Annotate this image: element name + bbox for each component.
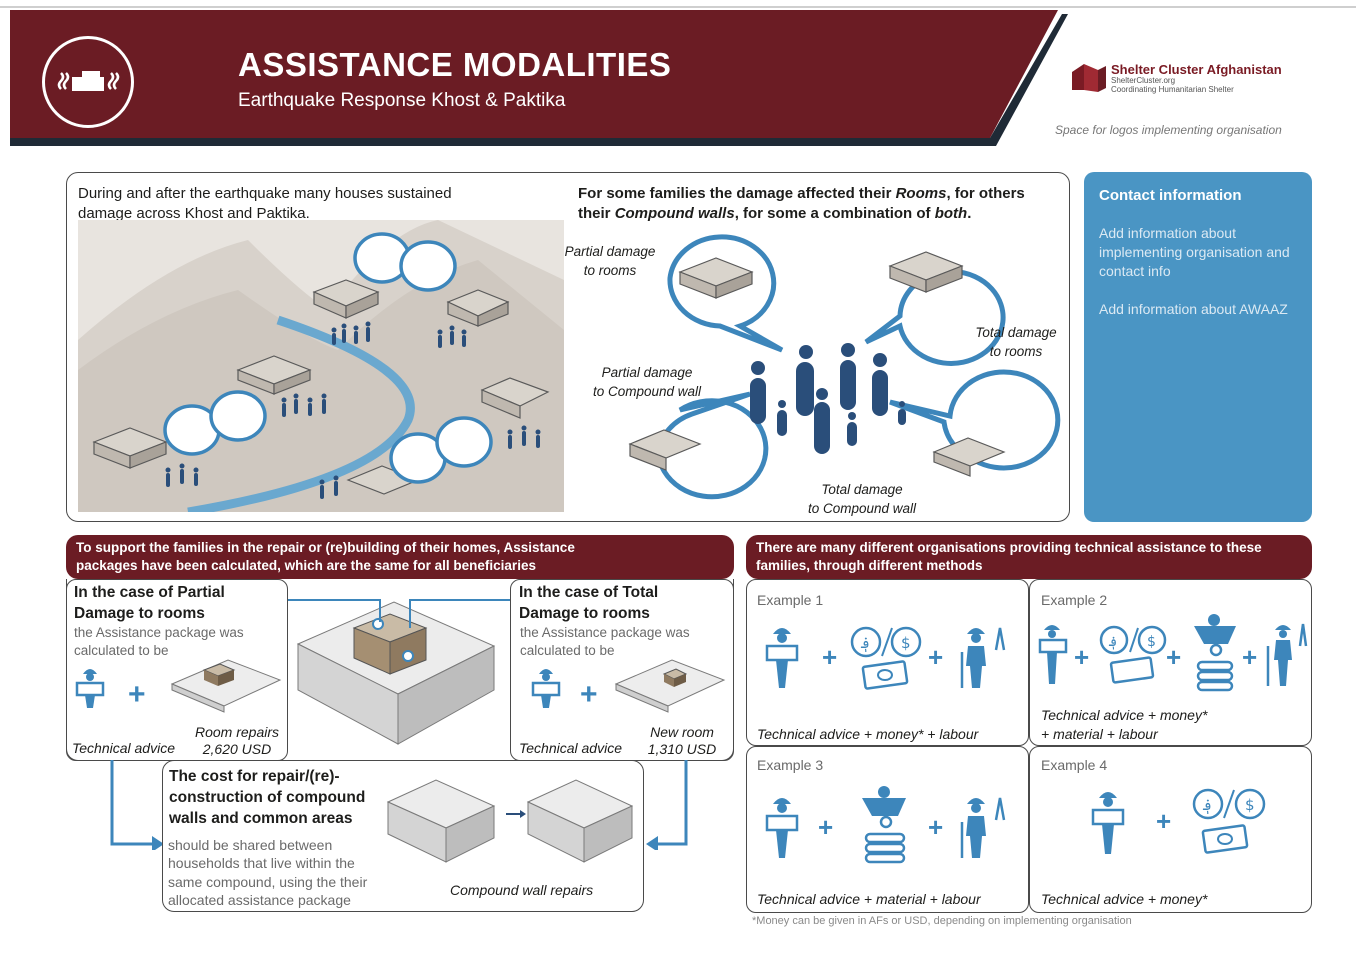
partial-desc-1: the Assistance package was xyxy=(74,625,244,640)
money-icon: ؋$ xyxy=(1099,625,1167,684)
intro-left-text-1: During and after the earthquake many hou… xyxy=(78,185,452,202)
example-4-box xyxy=(1029,746,1312,913)
svg-text:+: + xyxy=(1242,642,1257,672)
svg-text:+: + xyxy=(928,642,943,672)
compound-desc-2: households that live within the xyxy=(168,855,355,871)
svg-text:؋: ؋ xyxy=(860,634,870,652)
page-title: ASSISTANCE MODALITIES xyxy=(238,46,672,83)
example-1-icons: + ؋$ + xyxy=(765,626,1006,690)
contact-title: Contact information xyxy=(1099,187,1242,204)
svg-text:؋: ؋ xyxy=(1202,796,1212,814)
compound-illustration xyxy=(296,601,496,745)
packages-bar: To support the families in the repair or… xyxy=(66,535,734,579)
engineer-icon xyxy=(75,669,105,708)
example-4-caption: Technical advice + money* xyxy=(1041,891,1208,907)
plus-sign: + xyxy=(580,678,598,711)
total-title-2: Damage to rooms xyxy=(519,605,650,622)
svg-text:$: $ xyxy=(901,634,911,652)
worker-icon xyxy=(960,797,1006,858)
compound-title-1: The cost for repair/(re)- xyxy=(169,768,340,785)
svg-text:+: + xyxy=(818,812,833,842)
intro-left-text-2: damage across Khost and Paktika. xyxy=(78,205,310,222)
engineer-icon xyxy=(765,798,799,858)
partial-title-1: In the case of Partial xyxy=(74,584,225,601)
plus-sign: + xyxy=(128,678,146,711)
examples-bar: There are many different organisations p… xyxy=(746,535,1312,579)
compound-title-3: walls and common areas xyxy=(169,810,353,827)
example-4-title: Example 4 xyxy=(1041,757,1108,773)
contact-info-org[interactable]: Add information about implementing organ… xyxy=(1099,225,1290,279)
svg-text:+: + xyxy=(928,812,943,842)
example-4-icons: + ؋$ xyxy=(1091,788,1266,854)
footnote: *Money can be given in AFs or USD, depen… xyxy=(752,915,1132,927)
engineer-icon xyxy=(531,669,561,708)
intro-right-text-1: For some families the damage affected th… xyxy=(578,185,1025,202)
example-1-caption: Technical advice + money* + labour xyxy=(757,726,979,742)
landscape-illustration xyxy=(78,220,564,512)
svg-text:$: $ xyxy=(1245,796,1255,814)
svg-text:+: + xyxy=(822,642,837,672)
connector-lines xyxy=(288,599,510,628)
svg-text:؋: ؋ xyxy=(1108,634,1117,650)
example-2-title: Example 2 xyxy=(1041,592,1108,608)
example-3-title: Example 3 xyxy=(757,757,824,773)
example-2-box xyxy=(1029,579,1312,746)
compound-wall-repair-illustration xyxy=(386,779,634,863)
room-repair-house-icon xyxy=(170,659,282,713)
house-logo-icon xyxy=(42,36,134,128)
svg-text:+: + xyxy=(1156,806,1171,836)
money-icon: ؋$ xyxy=(1192,788,1266,854)
contact-info-awaaz[interactable]: Add information about AWAAZ xyxy=(1099,301,1288,317)
money-icon: ؋$ xyxy=(850,626,922,690)
svg-text:+: + xyxy=(1166,642,1181,672)
logos-placeholder: Space for logos implementing organisatio… xyxy=(1055,123,1282,137)
engineer-icon xyxy=(1038,625,1068,684)
total-tech-label: Technical advice xyxy=(519,740,622,756)
worker-icon xyxy=(1266,623,1308,686)
partial-title-2: Damage to rooms xyxy=(74,605,205,622)
compound-caption: Compound wall repairs xyxy=(450,882,594,898)
intro-right-text-2: their Compound walls, for some a combina… xyxy=(578,205,972,222)
total-title-1: In the case of Total xyxy=(519,584,659,601)
worker-icon xyxy=(960,627,1006,688)
compound-desc-4: allocated assistance package xyxy=(168,892,351,908)
header-banner xyxy=(0,6,1356,146)
example-1-title: Example 1 xyxy=(757,592,824,608)
example-2-icons: + ؋$ + + xyxy=(1038,614,1308,692)
cluster-url: ShelterCluster.org xyxy=(1111,76,1176,85)
cluster-tagline: Coordinating Humanitarian Shelter xyxy=(1111,85,1234,94)
compound-desc-1: should be shared between xyxy=(168,837,333,853)
total-desc-1: the Assistance package was xyxy=(520,625,690,640)
example-2-caption-1: Technical advice + money* xyxy=(1041,707,1208,723)
compound-desc-3: same compound, using the their xyxy=(168,874,368,890)
total-desc-2: calculated to be xyxy=(520,643,615,658)
example-3-caption: Technical advice + material + labour xyxy=(757,891,981,907)
partial-tech-label: Technical advice xyxy=(72,740,175,756)
compound-title-2: construction of compound xyxy=(169,789,366,806)
example-2-caption-2: + material + labour xyxy=(1041,726,1158,742)
new-room-house-icon xyxy=(614,659,726,713)
partial-desc-2: calculated to be xyxy=(74,643,169,658)
example-3-icons: + + xyxy=(765,786,1006,864)
contact-box xyxy=(1084,172,1312,522)
svg-text:+: + xyxy=(1074,642,1089,672)
svg-text:$: $ xyxy=(1147,634,1156,650)
page-subtitle: Earthquake Response Khost & Paktika xyxy=(238,90,566,111)
cluster-name: Shelter Cluster Afghanistan xyxy=(1111,62,1282,77)
engineer-icon xyxy=(1091,792,1125,854)
shelter-cluster-logo-icon xyxy=(1072,64,1106,92)
engineer-icon xyxy=(765,628,799,688)
flow-arrows xyxy=(110,760,688,850)
wheelbarrow-icon xyxy=(1194,614,1236,692)
damage-types-illustration xyxy=(628,234,1061,500)
wheelbarrow-icon xyxy=(862,786,906,864)
